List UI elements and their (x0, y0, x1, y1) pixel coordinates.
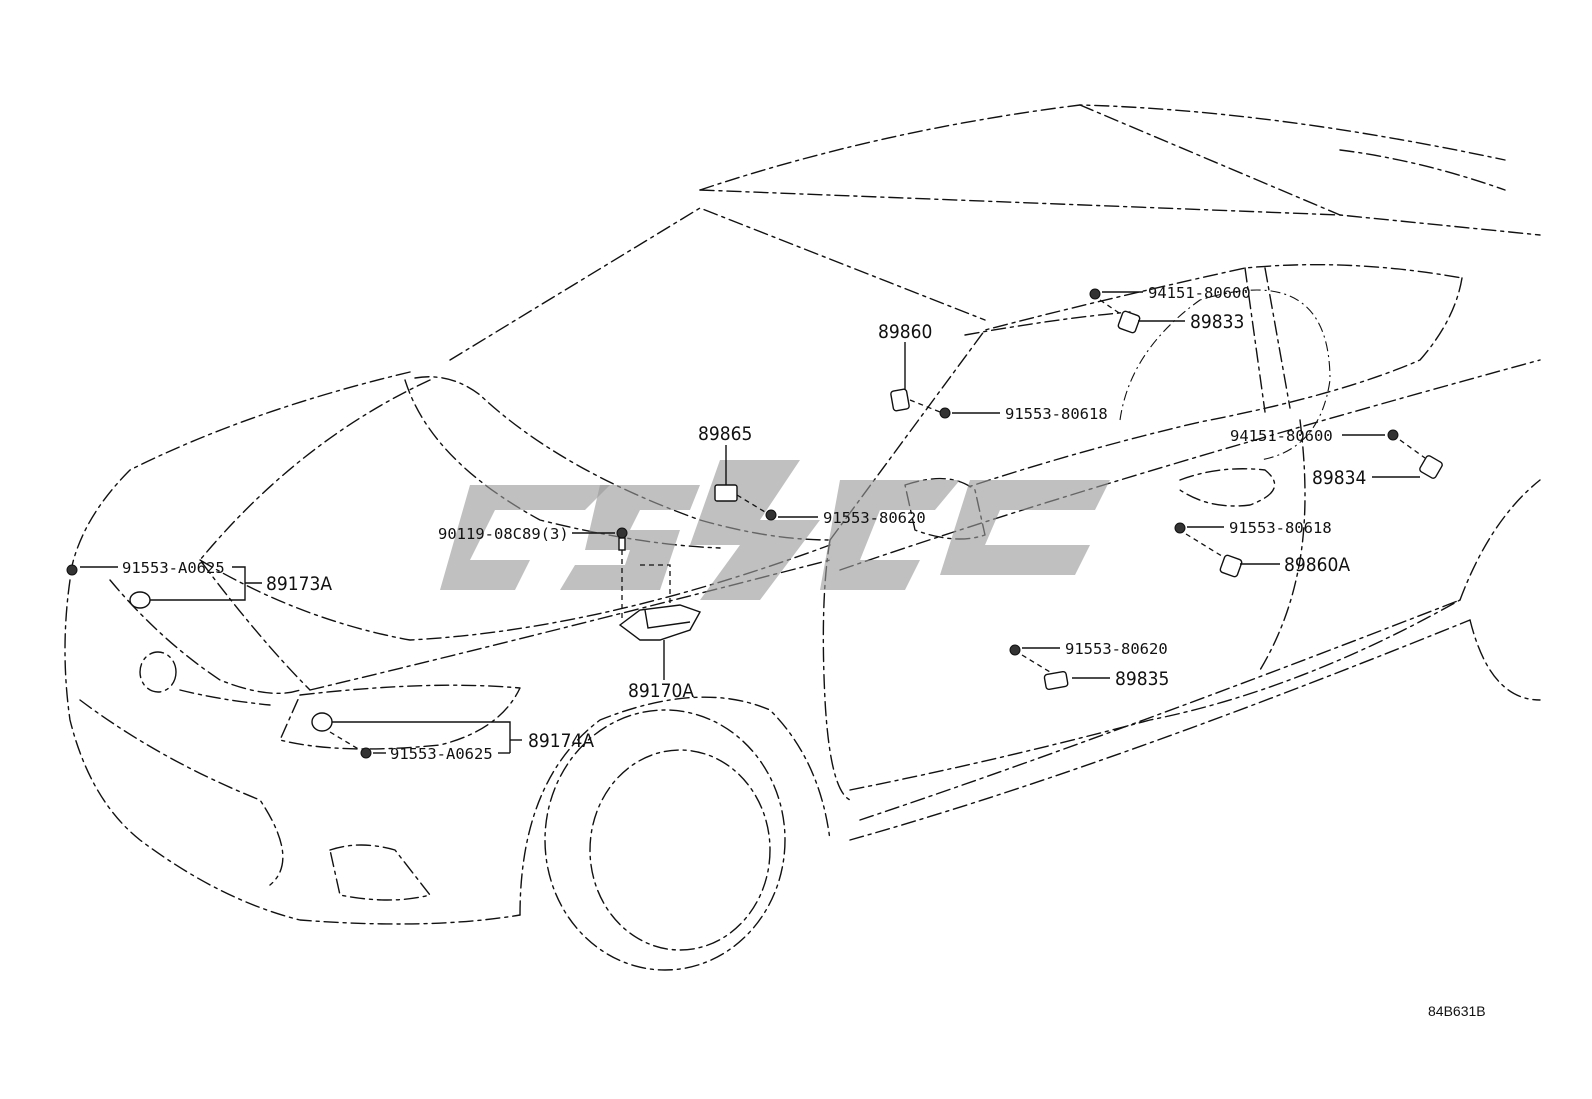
label-89834[interactable]: 89834 (1312, 467, 1366, 489)
car-outline (64, 104, 1541, 971)
sensor-89833-icon[interactable] (1117, 310, 1141, 334)
bolt-icon (1009, 644, 1021, 656)
label-91553-A0625-top[interactable]: 91553-A0625 (122, 559, 225, 577)
label-89835[interactable]: 89835 (1115, 668, 1169, 690)
label-89173A[interactable]: 89173A (266, 573, 332, 595)
nut-icon (1387, 429, 1399, 441)
bolt-icon (1174, 522, 1186, 534)
label-89174A[interactable]: 89174A (528, 730, 594, 752)
bolt-icon (616, 527, 628, 551)
label-91553-A0625-bottom[interactable]: 91553-A0625 (390, 745, 493, 763)
label-91553-80620-dash[interactable]: 91553-80620 (823, 509, 926, 527)
label-90119-08C89[interactable]: 90119-08C89(3) (438, 525, 569, 543)
bolt-icon (765, 509, 777, 521)
nut-icon (1089, 288, 1101, 300)
diagram-id: 84B631B (1428, 1003, 1486, 1019)
bolt-icon (939, 407, 951, 419)
label-91553-80618-door[interactable]: 91553-80618 (1229, 519, 1332, 537)
sensor-89835-icon[interactable] (1043, 670, 1069, 691)
bolt-icon (66, 564, 78, 576)
sensor-89860A-icon[interactable] (1219, 554, 1243, 578)
sensor-89834-icon[interactable] (1419, 455, 1444, 480)
sensor-89173A-icon[interactable] (129, 591, 151, 609)
label-94151-80600-right[interactable]: 94151-80600 (1230, 427, 1333, 445)
label-94151-80600-top[interactable]: 94151-80600 (1148, 284, 1251, 302)
label-91553-80620-floor[interactable]: 91553-80620 (1065, 640, 1168, 658)
label-89833[interactable]: 89833 (1190, 311, 1244, 333)
label-89860A[interactable]: 89860A (1284, 554, 1350, 576)
label-89170A[interactable]: 89170A (628, 680, 694, 702)
sensor-89174A-icon[interactable] (311, 712, 333, 732)
sensor-89865-icon[interactable] (714, 484, 738, 502)
label-91553-80618-pillar[interactable]: 91553-80618 (1005, 405, 1108, 423)
sensor-89860-icon[interactable] (890, 388, 910, 412)
airbag-ecu-icon[interactable] (618, 604, 702, 641)
label-89865[interactable]: 89865 (698, 423, 752, 445)
part-labels: 89860 89865 89833 89834 89860A 89835 891… (122, 284, 1486, 1019)
bolt-icon (360, 747, 372, 759)
label-89860[interactable]: 89860 (878, 321, 932, 343)
